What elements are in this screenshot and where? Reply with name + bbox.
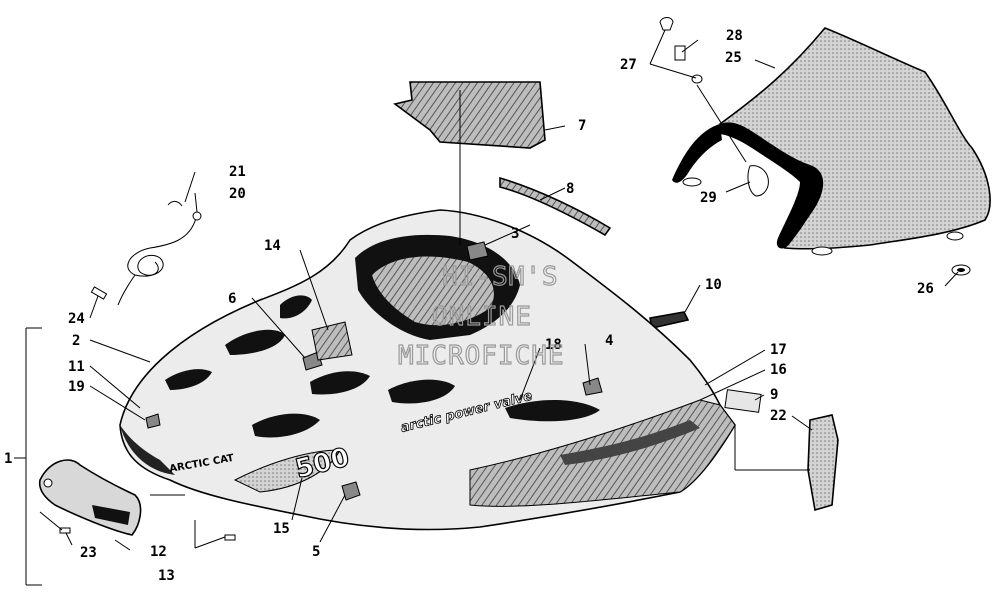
callout-18: 18 (545, 337, 562, 353)
tether-cable (90, 200, 202, 306)
decal-3 (466, 241, 489, 261)
callout-5: 5 (312, 544, 320, 560)
callout-24: 24 (68, 311, 85, 327)
windshield (672, 27, 991, 256)
callout-10: 10 (705, 277, 722, 293)
decal-19 (145, 413, 161, 429)
callout-7: 7 (578, 118, 586, 134)
watermark: HI-SM'S ONLINE MICROFICHE (397, 261, 565, 371)
callout-8: 8 (566, 181, 574, 197)
watermark-line-1: HI-SM'S (442, 262, 559, 292)
callout-4: 4 (605, 333, 613, 349)
decal-14 (311, 321, 353, 361)
callout-1: 1 (4, 451, 12, 467)
callout-26: 26 (917, 281, 934, 297)
screw-13 (224, 534, 236, 541)
hood-assembly: 500 arctic power valve ARCTIC CAT (119, 209, 736, 531)
screw-23 (59, 527, 71, 534)
decal-badge (649, 311, 690, 329)
callout-6: 6 (228, 291, 236, 307)
callout-19: 19 (68, 379, 85, 395)
decal-tag (724, 389, 762, 413)
callout-labels: 1 2 3 4 5 6 7 8 9 10 11 12 13 14 15 16 1… (4, 28, 934, 584)
callout-25: 25 (725, 50, 742, 66)
callout-13: 13 (158, 568, 175, 584)
callout-14: 14 (264, 238, 281, 254)
callout-15: 15 (273, 521, 290, 537)
callout-12: 12 (150, 544, 167, 560)
callout-9: 9 (770, 387, 778, 403)
callout-2: 2 (72, 333, 80, 349)
callout-21: 21 (229, 164, 246, 180)
nose-bumper (38, 459, 142, 536)
decal-strip (807, 414, 839, 512)
decal-seat-panel (393, 81, 546, 149)
callout-29: 29 (700, 190, 717, 206)
callout-27: 27 (620, 57, 637, 73)
callout-28: 28 (726, 28, 743, 44)
watermark-line-3: MICROFICHE (398, 341, 565, 371)
decal-4 (582, 377, 603, 396)
callout-16: 16 (770, 362, 787, 378)
callout-20: 20 (229, 186, 246, 202)
callout-23: 23 (80, 545, 97, 561)
callout-22: 22 (770, 408, 787, 424)
windshield-hardware (659, 17, 971, 276)
callout-11: 11 (68, 359, 85, 375)
leader-lines (14, 29, 959, 586)
watermark-line-2: ONLINE (432, 302, 532, 332)
callout-3: 3 (511, 226, 519, 242)
callout-17: 17 (770, 342, 787, 358)
decal-stripe (499, 176, 612, 237)
